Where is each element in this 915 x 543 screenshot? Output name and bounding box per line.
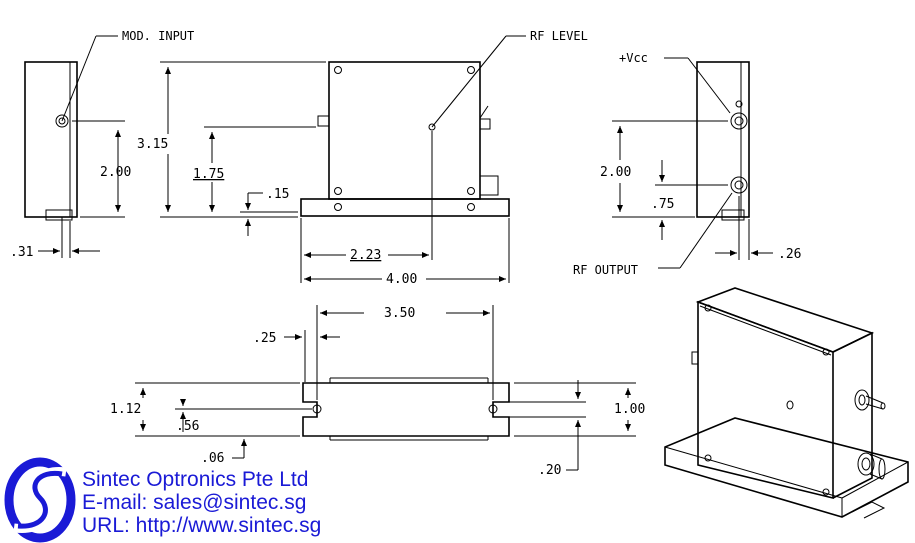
front-view xyxy=(160,35,526,283)
mod-input-label: MOD. INPUT xyxy=(122,29,194,43)
rf-level-label: RF LEVEL xyxy=(530,29,588,43)
body-offset-dim: .20 xyxy=(538,463,561,478)
company-email-link[interactable]: E-mail: sales@sintec.sg xyxy=(82,491,306,514)
left-side-view xyxy=(24,35,125,258)
front-height-dim: 3.15 xyxy=(137,137,168,152)
company-url-link[interactable]: URL: http://www.sintec.sg xyxy=(82,514,321,537)
base-width-dim: 4.00 xyxy=(386,272,417,287)
base-lip-dim: .06 xyxy=(201,451,224,466)
company-name: Sintec Optronics Pte Ltd xyxy=(82,468,308,491)
hole-spacing-dim: 3.50 xyxy=(384,306,415,321)
body-depth-dim: 1.00 xyxy=(614,402,645,417)
sintec-logo-icon xyxy=(4,457,76,543)
base-depth-dim: 1.12 xyxy=(110,402,141,417)
base-bottom-view xyxy=(135,305,636,471)
isometric-view xyxy=(664,287,909,519)
vcc-label: +Vcc xyxy=(619,51,648,65)
left-height-dim: 2.00 xyxy=(100,165,131,180)
right-output-height-dim: .75 xyxy=(651,197,674,212)
right-offset-dim: .26 xyxy=(778,247,801,262)
rf-output-label: RF OUTPUT xyxy=(573,263,638,277)
base-half-dim: .56 xyxy=(176,419,199,434)
right-side-view xyxy=(612,57,773,269)
base-thickness-dim: .15 xyxy=(266,187,289,202)
right-height-dim: 2.00 xyxy=(600,165,631,180)
left-offset-dim: .31 xyxy=(10,245,33,260)
rf-level-x-dim: 2.23 xyxy=(350,248,381,263)
front-input-height-dim: 1.75 xyxy=(193,167,224,182)
slot-inset-dim: .25 xyxy=(253,331,276,346)
